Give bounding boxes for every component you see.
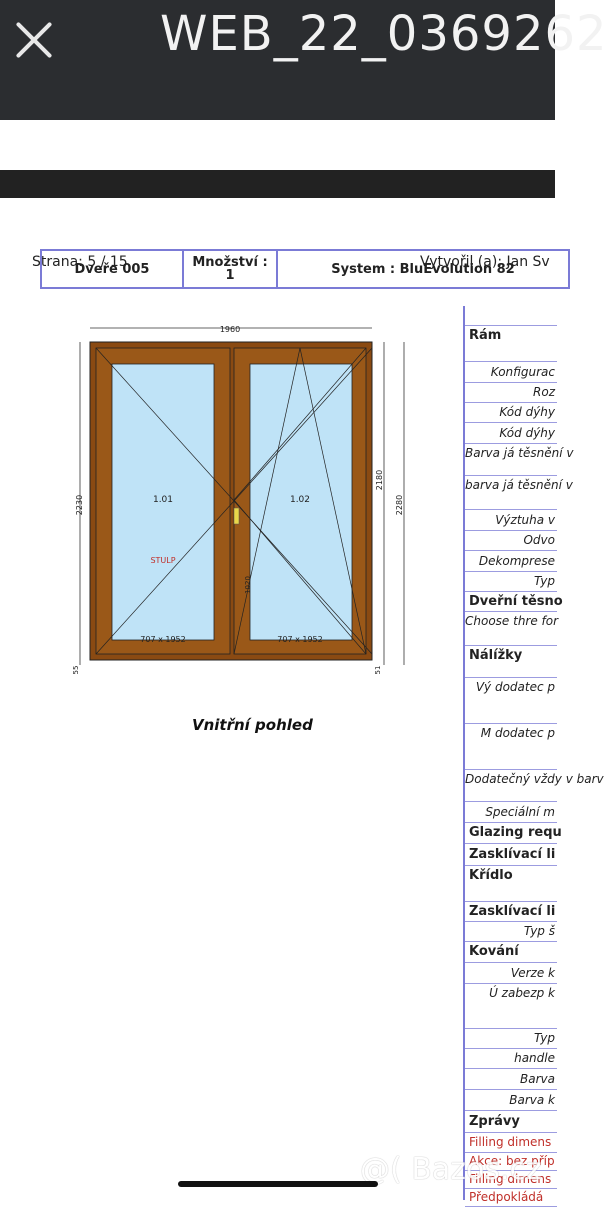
stulp-label: STULP bbox=[150, 556, 175, 565]
document-title: WEB_22_0369262 bbox=[160, 6, 608, 62]
spec-row: Verze k bbox=[465, 963, 557, 984]
spec-row: Barva bbox=[465, 1069, 557, 1090]
spec-row: Akce: bez příp bbox=[465, 1153, 557, 1171]
item-header-table: Dveře 005 Množství :1 System : BluEvolut… bbox=[40, 249, 570, 289]
door-drawing: 1960 2230 2180 2280 1.01 1.02 STULP 707 … bbox=[72, 325, 405, 675]
spec-row: Filling dimens bbox=[465, 1171, 557, 1189]
left-open-line-b bbox=[95, 347, 373, 655]
right-sash-label: 1.02 bbox=[290, 495, 310, 505]
spec-row bbox=[465, 306, 557, 326]
left-height-label: 2230 bbox=[75, 495, 84, 515]
door-handle-icon bbox=[233, 507, 240, 525]
spec-row: Konfigurac bbox=[465, 362, 557, 383]
viewer-toolbar: WEB_22_0369262 bbox=[0, 0, 607, 120]
spec-row: Typ bbox=[465, 1029, 557, 1049]
spec-row: Roz bbox=[465, 383, 557, 403]
spec-row: Barva já těsnění v bbox=[465, 444, 573, 476]
created-by: Vytvořil (a): Jan Sv bbox=[420, 254, 550, 270]
spec-row: Ú zabezp k bbox=[465, 984, 557, 1029]
quantity-cell: Množství :1 bbox=[184, 251, 278, 287]
page-separator bbox=[0, 170, 555, 198]
spec-row: Zasklívací li bbox=[465, 902, 557, 922]
spec-row: Filling dimens bbox=[465, 1133, 557, 1153]
page-header: Strana: 5 / 15 Vytvořil (a): Jan Sv bbox=[0, 120, 555, 270]
quantity-label: Množství : bbox=[192, 255, 268, 270]
left-glass bbox=[111, 363, 215, 641]
spec-row: handle bbox=[465, 1049, 557, 1069]
quantity-value: 1 bbox=[225, 268, 235, 283]
right-sash-size: 707 x 1952 bbox=[277, 635, 322, 644]
spec-row: Zprávy bbox=[465, 1111, 557, 1133]
spec-row: Dodatečný vždy v barv bbox=[465, 770, 604, 802]
spec-row: Zasklívací li bbox=[465, 844, 557, 866]
tilt-line-a bbox=[233, 347, 301, 655]
turn-line-a bbox=[233, 347, 367, 501]
turn-line-b bbox=[233, 499, 367, 655]
spec-row: Odvo bbox=[465, 531, 557, 551]
spec-row: Nálížky bbox=[465, 646, 557, 678]
spec-row: Dekomprese bbox=[465, 551, 557, 572]
spec-row: Choose thre for bbox=[465, 612, 558, 646]
system-name: System : BluEvolution 82 bbox=[331, 261, 515, 277]
spec-row: Glazing requ bbox=[465, 823, 562, 844]
spec-row: Typ š bbox=[465, 922, 557, 942]
spec-row: Předpokládá bbox=[465, 1189, 557, 1207]
bottom-left-dim: 55 bbox=[72, 666, 80, 675]
handle-height-label: 1020 bbox=[244, 576, 252, 594]
page-number: Strana: 5 / 15 bbox=[32, 254, 128, 270]
spec-row: Křídlo bbox=[465, 866, 557, 902]
spec-row: M dodatec p bbox=[465, 724, 557, 770]
bottom-right-dim: 51 bbox=[374, 666, 382, 675]
spec-row: Dveřní těsno bbox=[465, 592, 563, 612]
watermark: @( Bazos.cz bbox=[360, 1152, 542, 1187]
right-outer-height-label: 2280 bbox=[395, 495, 404, 515]
spec-row: Rám bbox=[465, 326, 557, 362]
spec-row: Kód dýhy bbox=[465, 403, 557, 423]
width-label: 1960 bbox=[220, 325, 240, 334]
right-inner-height-label: 2180 bbox=[375, 470, 384, 490]
item-name: Dveře 005 bbox=[42, 251, 184, 287]
left-sash-label: 1.01 bbox=[153, 495, 173, 505]
tilt-line-b bbox=[299, 347, 367, 655]
left-sash-size: 707 x 1952 bbox=[140, 635, 185, 644]
spec-row: Typ bbox=[465, 572, 557, 592]
close-icon[interactable] bbox=[12, 18, 56, 62]
spec-row: barva já těsnění v bbox=[465, 476, 573, 510]
home-indicator[interactable] bbox=[178, 1181, 378, 1187]
spec-row: Kování bbox=[465, 942, 557, 963]
spec-row: Kód dýhy bbox=[465, 423, 557, 444]
spec-row: Výztuha v bbox=[465, 510, 557, 531]
spec-row: Barva k bbox=[465, 1090, 557, 1111]
spec-row: Vý dodatec p bbox=[465, 678, 557, 724]
view-caption: Vnitřní pohled bbox=[192, 716, 313, 734]
spec-row: Speciální m bbox=[465, 802, 557, 823]
